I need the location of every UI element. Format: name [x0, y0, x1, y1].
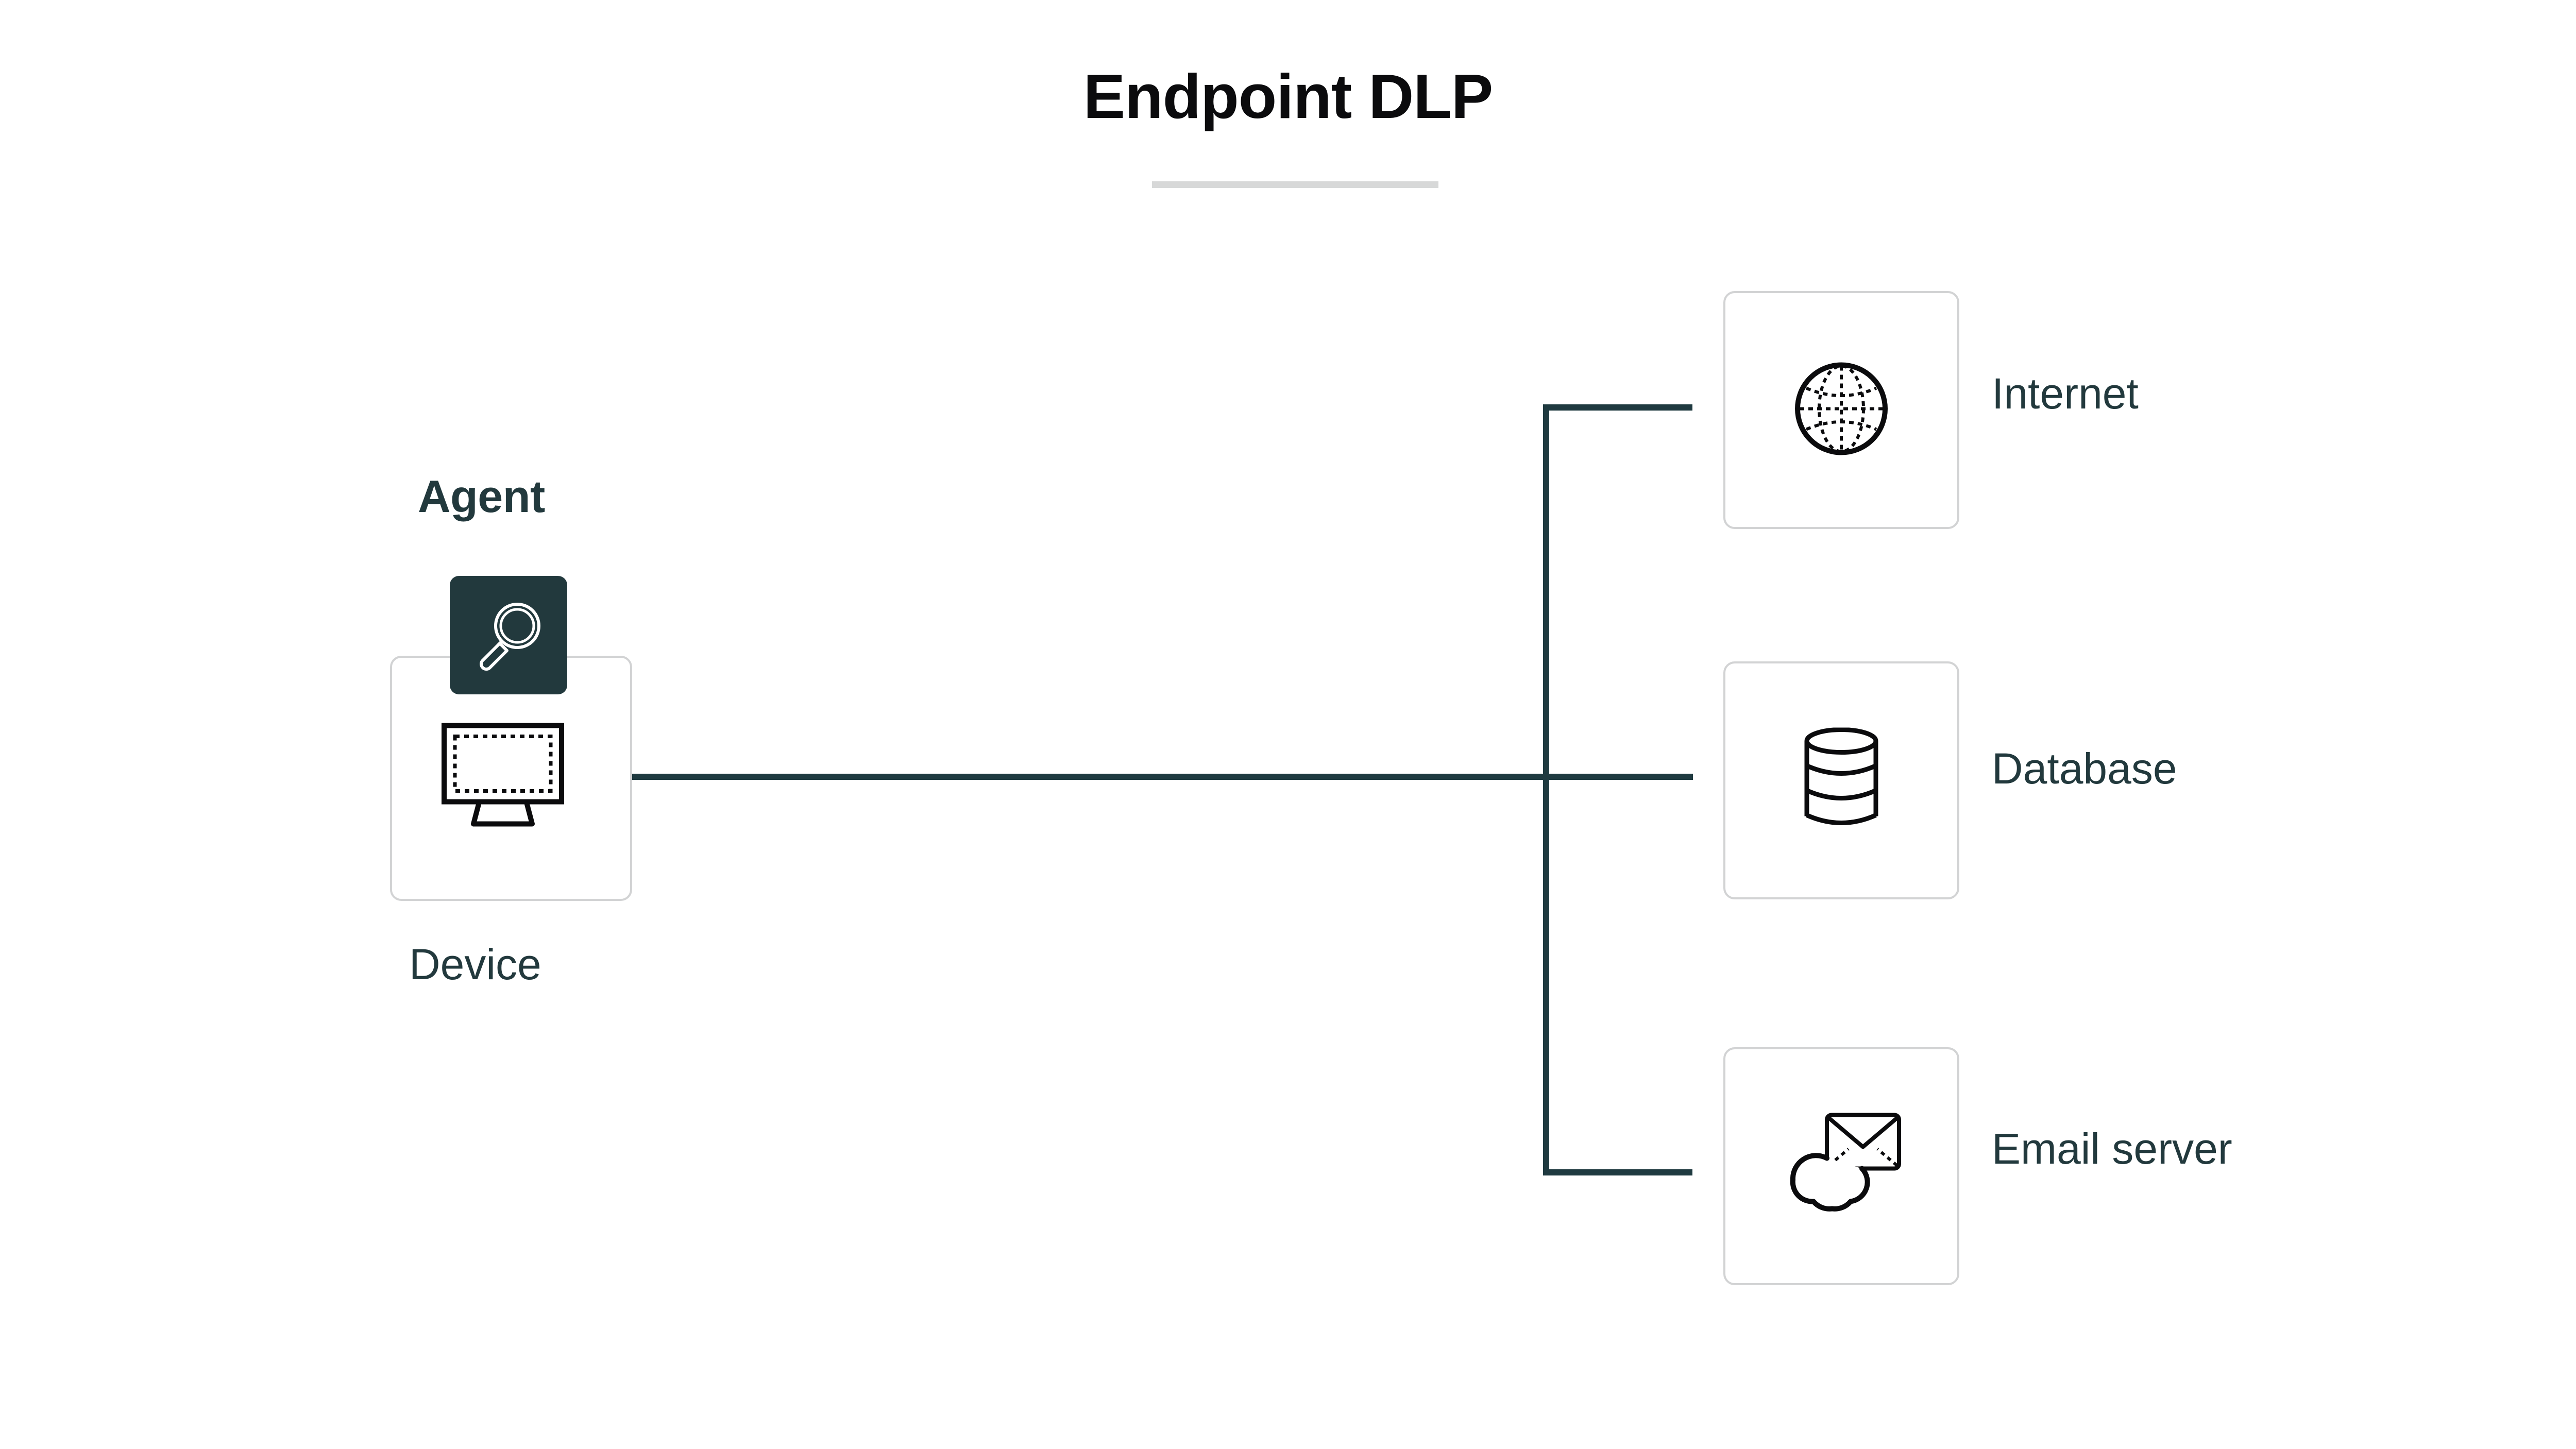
email-cloud-icon — [1780, 1111, 1903, 1222]
connector-branch-internet — [1543, 404, 1692, 411]
page-title: Endpoint DLP — [1083, 61, 1493, 131]
database-label: Database — [1992, 744, 2177, 793]
node-card-internet[interactable] — [1723, 291, 1959, 529]
node-card-database[interactable] — [1723, 661, 1959, 899]
connector-trunk-vertical — [1543, 404, 1549, 1175]
title-underline-rule — [1152, 181, 1438, 188]
connector-branch-database — [632, 774, 1693, 780]
agent-badge[interactable] — [450, 576, 567, 694]
monitor-icon — [442, 723, 581, 834]
device-label: Device — [409, 940, 541, 988]
node-card-email-server[interactable] — [1723, 1047, 1959, 1285]
globe-icon — [1792, 360, 1890, 461]
internet-label: Internet — [1992, 369, 2139, 418]
connector-branch-email — [1543, 1169, 1692, 1175]
agent-label: Agent — [418, 471, 545, 522]
email-server-label: Email server — [1992, 1124, 2232, 1173]
node-card-device[interactable] — [390, 656, 632, 901]
database-icon — [1798, 727, 1885, 833]
